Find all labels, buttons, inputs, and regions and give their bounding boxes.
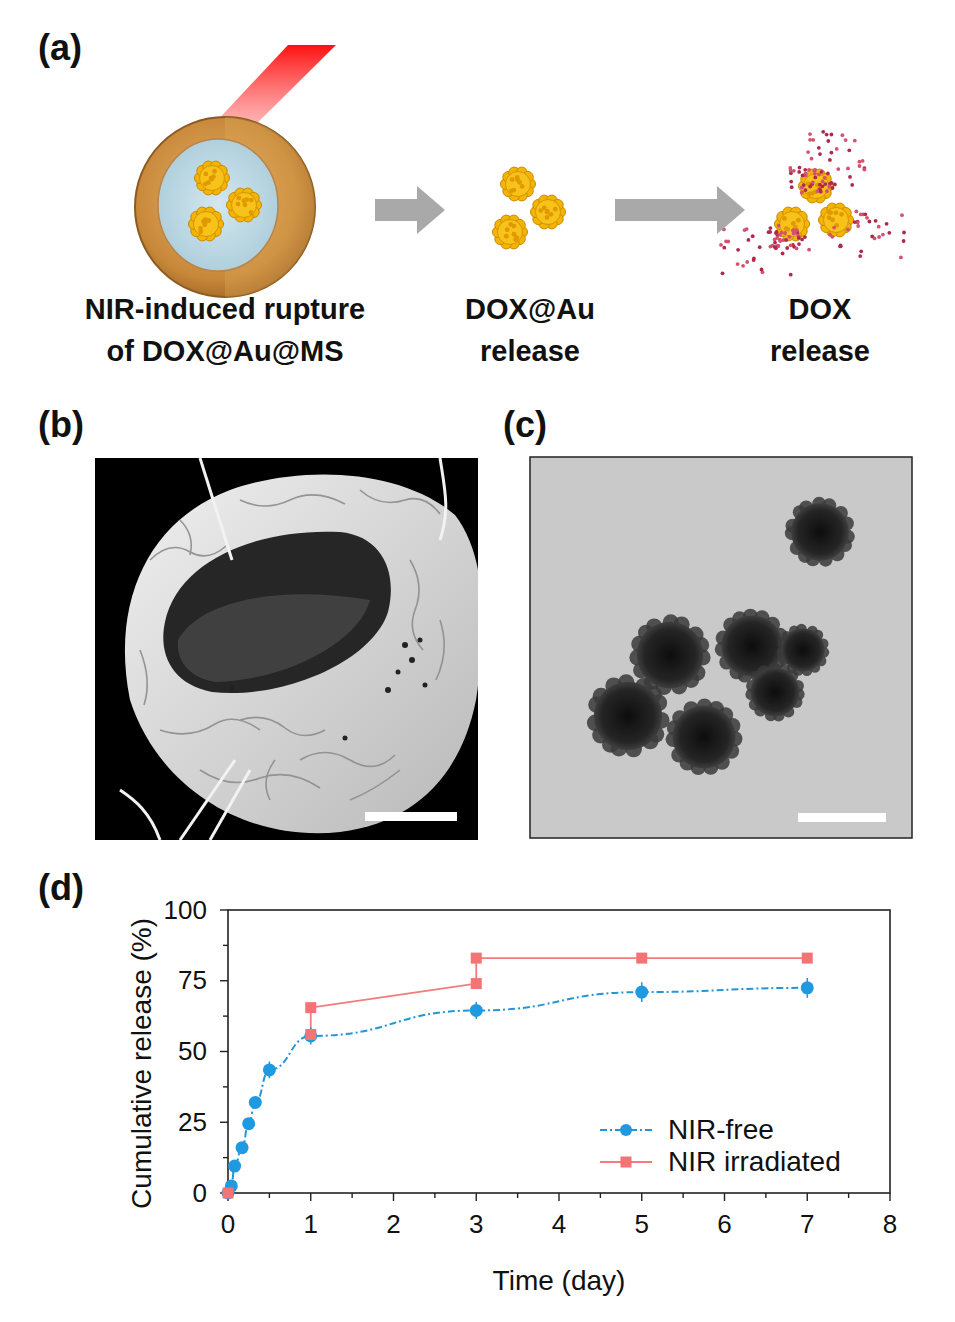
axis-title: Cumulative release (%) — [127, 917, 158, 1208]
axis-title: Time (day) — [493, 1266, 626, 1297]
nanoparticle-blob — [777, 624, 830, 676]
x-tick-label: 4 — [552, 1210, 566, 1239]
gold-particles — [189, 161, 854, 249]
tem-image — [530, 457, 912, 838]
block-arrow — [375, 186, 445, 234]
gold-nanoparticle — [819, 203, 854, 237]
x-tick-label: 5 — [635, 1210, 649, 1239]
legend-text: NIR-free — [668, 1115, 774, 1146]
x-tick-label: 8 — [883, 1210, 897, 1239]
x-tick-label: 7 — [800, 1210, 814, 1239]
x-tick-label: 0 — [221, 1210, 235, 1239]
legend-sample — [600, 1157, 652, 1168]
gold-nanoparticle — [493, 215, 528, 249]
sem-image — [95, 458, 483, 840]
step-caption: DOX release — [745, 288, 895, 372]
capsule-illustration — [135, 117, 315, 297]
nanoparticle-blob — [666, 699, 743, 775]
process-step: NIR-induced rupture of DOX@Au@MS — [75, 110, 375, 372]
panel-letter: (c) — [503, 405, 547, 445]
panel-letter: (d) — [38, 868, 84, 908]
nanoparticle-blob — [587, 674, 670, 757]
gold-nanoparticle — [227, 188, 262, 222]
process-step: DOX@Au release — [445, 110, 615, 372]
gold-nanoparticle — [501, 167, 536, 201]
x-tick-label: 2 — [386, 1210, 400, 1239]
x-tick-label: 6 — [717, 1210, 731, 1239]
y-tick-label: 25 — [178, 1108, 207, 1137]
block-arrow — [615, 186, 745, 234]
y-tick-label: 50 — [178, 1037, 207, 1066]
nanoparticle-blob — [629, 614, 710, 695]
gold-nanoparticle — [775, 207, 810, 241]
panel-letter: (a) — [38, 28, 82, 68]
x-tick-label: 3 — [469, 1210, 483, 1239]
gold-nanoparticle — [531, 195, 566, 229]
y-tick-label: 100 — [164, 896, 207, 925]
chart-frame — [220, 910, 890, 1201]
nanoparticle-blob — [745, 662, 804, 721]
gold-nanoparticle — [195, 161, 230, 195]
nanoparticle-blob — [785, 497, 855, 567]
legend-text: NIR irradiated — [668, 1147, 841, 1178]
dox-molecules — [719, 130, 906, 277]
step-caption: NIR-induced rupture of DOX@Au@MS — [75, 288, 375, 372]
gold-nanoparticle — [799, 169, 834, 203]
panel-letter: (b) — [38, 405, 84, 445]
process-step: DOX release — [745, 110, 895, 372]
step-caption: DOX@Au release — [445, 288, 615, 372]
y-tick-label: 0 — [193, 1179, 207, 1208]
gold-nanoparticle — [189, 207, 224, 241]
y-tick-label: 75 — [178, 966, 207, 995]
x-tick-label: 1 — [304, 1210, 318, 1239]
legend-sample — [600, 1124, 652, 1136]
